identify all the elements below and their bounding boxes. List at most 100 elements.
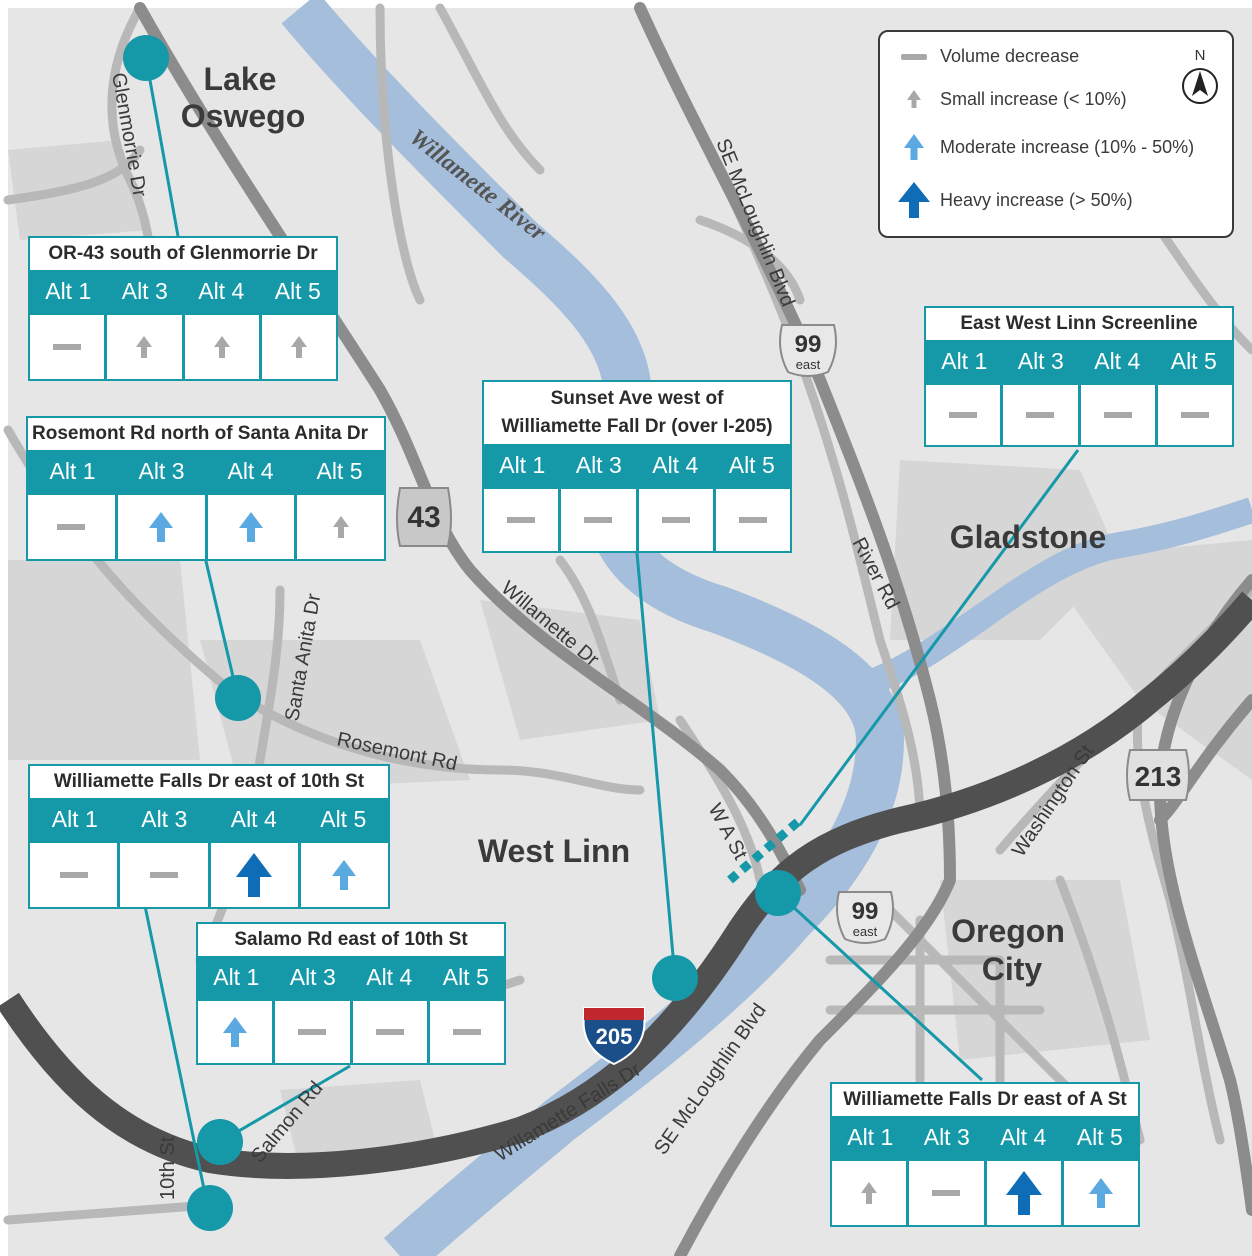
value-cell <box>926 385 1001 445</box>
alt-header: Alt 1 <box>49 458 96 484</box>
decrease-dash-icon <box>1103 412 1132 418</box>
legend-item-moderate: Moderate increase (10% - 50%) <box>894 132 1194 162</box>
decrease-dash-icon <box>298 1029 327 1035</box>
alt-header: Alt 1 <box>941 348 988 374</box>
value-cell <box>1063 1161 1138 1225</box>
legend-item-small: Small increase (< 10%) <box>894 88 1127 110</box>
panel-title: Salamo Rd east of 10th St <box>234 929 468 950</box>
place-oregon-city-line1: Oregon <box>951 913 1065 949</box>
i205-shield-number: 205 <box>596 1024 633 1049</box>
alt-header: Alt 1 <box>847 1124 894 1150</box>
place-oregon-city-line2: City <box>982 951 1043 987</box>
leader-lines <box>143 57 1080 1209</box>
panel-or43-south-of-glenmorrie: OR-43 south of Glenmorrie Dr Alt 1 Alt 3… <box>28 236 338 381</box>
value-cell <box>638 489 713 551</box>
or43-road <box>134 2 806 896</box>
value-cell <box>715 489 790 551</box>
decrease-dash-icon <box>59 872 88 878</box>
location-dot[interactable] <box>652 955 698 1001</box>
value-cell <box>107 315 182 379</box>
alt-header: Alt 5 <box>320 806 367 832</box>
value-cell <box>832 1161 907 1225</box>
legend-label: Moderate increase (10% - 50%) <box>940 136 1195 157</box>
value-cell <box>1080 385 1155 445</box>
panel-sunset-ave: Sunset Ave west of Williamette Fall Dr (… <box>482 380 792 553</box>
value-cell <box>1003 385 1078 445</box>
value-cell <box>297 495 384 559</box>
us99-shield-north: 99 east <box>779 324 837 377</box>
decrease-dash-icon <box>901 53 927 60</box>
value-row <box>30 312 336 379</box>
decrease-dash-icon <box>932 1190 961 1196</box>
value-cell <box>120 843 208 907</box>
decrease-dash-icon <box>57 524 86 530</box>
legend-item-heavy: Heavy increase (> 50%) <box>894 180 1133 220</box>
i205-shield: 205 <box>582 1007 646 1066</box>
value-cell <box>352 1001 427 1063</box>
us99-shield-south-direction: east <box>853 924 878 939</box>
location-dot[interactable] <box>755 870 801 916</box>
decrease-dash-icon <box>452 1029 481 1035</box>
alt-header-row: Alt 1 Alt 3 Alt 4 Alt 5 <box>30 270 336 312</box>
value-row <box>926 382 1232 445</box>
place-lake-oswego-line2: Oswego <box>181 98 305 134</box>
value-cell <box>300 843 388 907</box>
panel-title: East West Linn Screenline <box>960 313 1198 334</box>
location-dot[interactable] <box>123 35 169 81</box>
moderate-increase-arrow-icon <box>223 1017 248 1047</box>
value-row <box>28 492 384 559</box>
or43-shield: 43 <box>396 487 452 547</box>
or213-shield: 213 <box>1126 749 1190 801</box>
panel-rosemont-north-of-santa-anita: Rosemont Rd north of Santa Anita Dr Alt … <box>26 416 386 561</box>
alt-header: Alt 1 <box>45 278 92 304</box>
panel-williamette-falls-dr-east-of-a-st: Williamette Falls Dr east of A St Alt 1 … <box>830 1082 1140 1227</box>
panel-title: Williamette Falls Dr east of A St <box>843 1089 1127 1110</box>
panel-title-line: Williamette Fall Dr (over I-205) <box>501 416 773 437</box>
moderate-increase-arrow-icon <box>904 134 924 160</box>
value-cell <box>207 495 295 559</box>
legend-label: Small increase (< 10%) <box>940 88 1127 109</box>
alt-header: Alt 5 <box>316 458 363 484</box>
value-cell <box>210 843 298 907</box>
small-increase-arrow-icon <box>907 90 921 108</box>
location-dot[interactable] <box>215 675 261 721</box>
alt-header: Alt 5 <box>442 964 489 990</box>
panel-salamo-rd-east-of-10th: Salamo Rd east of 10th St Alt 1 Alt 3 Al… <box>196 922 506 1065</box>
legend-item-decrease: Volume decrease <box>894 46 1079 67</box>
small-increase-arrow-icon <box>290 336 307 358</box>
panel-williamette-falls-dr-east-of-10th: Williamette Falls Dr east of 10th St Alt… <box>28 764 390 909</box>
alt-header-row: Alt 1 Alt 3 Alt 4 Alt 5 <box>926 340 1232 382</box>
alt-header: Alt 3 <box>923 1124 970 1150</box>
or213-shield-number: 213 <box>1135 761 1182 792</box>
small-increase-arrow-icon <box>861 1182 878 1204</box>
moderate-increase-arrow-icon <box>149 512 174 542</box>
alt-header-row: Alt 1 Alt 3 Alt 4 Alt 5 <box>832 1116 1138 1158</box>
alt-header: Alt 4 <box>198 278 245 304</box>
location-dot[interactable] <box>187 1185 233 1231</box>
location-dot[interactable] <box>197 1119 243 1165</box>
value-cell <box>429 1001 504 1063</box>
map-legend: Volume decrease Small increase (< 10%) M… <box>878 30 1234 238</box>
decrease-dash-icon <box>149 872 178 878</box>
place-lake-oswego-line1: Lake <box>204 61 277 97</box>
panel-title: OR-43 south of Glenmorrie Dr <box>48 243 318 264</box>
alt-header: Alt 3 <box>289 964 336 990</box>
small-increase-arrow-icon <box>213 336 230 358</box>
decrease-dash-icon <box>584 517 613 523</box>
moderate-increase-arrow-icon <box>1088 1178 1113 1208</box>
alt-header: Alt 4 <box>1094 348 1141 374</box>
value-cell <box>986 1161 1061 1225</box>
us99-shield-south: 99 east <box>836 891 894 944</box>
heavy-increase-arrow-icon <box>898 182 930 218</box>
value-row <box>30 840 388 907</box>
alt-header: Alt 4 <box>227 458 274 484</box>
alt-header: Alt 4 <box>652 452 699 478</box>
north-label: N <box>1195 47 1206 64</box>
decrease-dash-icon <box>1026 412 1055 418</box>
legend-label: Heavy increase (> 50%) <box>940 189 1133 210</box>
decrease-dash-icon <box>375 1029 404 1035</box>
alt-header: Alt 4 <box>366 964 413 990</box>
value-row <box>832 1158 1138 1225</box>
us99-shield-north-number: 99 <box>795 331 822 358</box>
panel-title-line: Sunset Ave west of <box>550 388 724 409</box>
